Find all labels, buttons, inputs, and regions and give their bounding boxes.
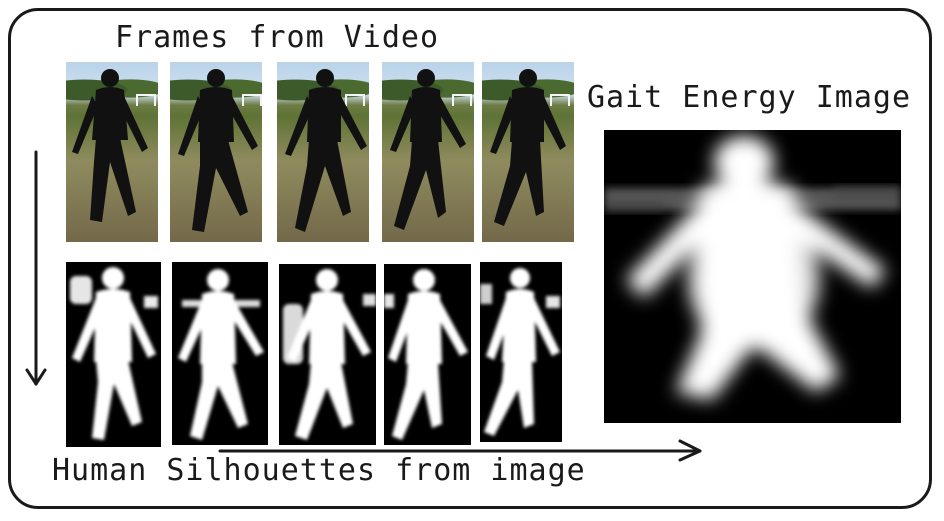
video-frame-4	[382, 62, 474, 242]
frames-from-video-label: Frames from Video	[115, 20, 440, 55]
video-frame-3	[277, 62, 369, 242]
video-frame-5	[482, 62, 574, 242]
gait-energy-image-label: Gait Energy Image	[587, 80, 912, 115]
gait-energy-image	[604, 130, 901, 423]
outer-frame	[8, 8, 932, 509]
video-frame-1	[66, 62, 158, 242]
human-silhouettes-label: Human Silhouettes from image	[52, 453, 586, 488]
silhouette-5	[480, 262, 562, 442]
silhouette-4	[384, 264, 471, 445]
silhouette-2	[172, 262, 268, 445]
right-arrow-icon	[218, 439, 702, 462]
video-frame-2	[170, 62, 262, 242]
silhouette-3	[279, 264, 376, 445]
silhouette-1	[66, 262, 161, 447]
down-arrow-icon	[25, 150, 47, 386]
